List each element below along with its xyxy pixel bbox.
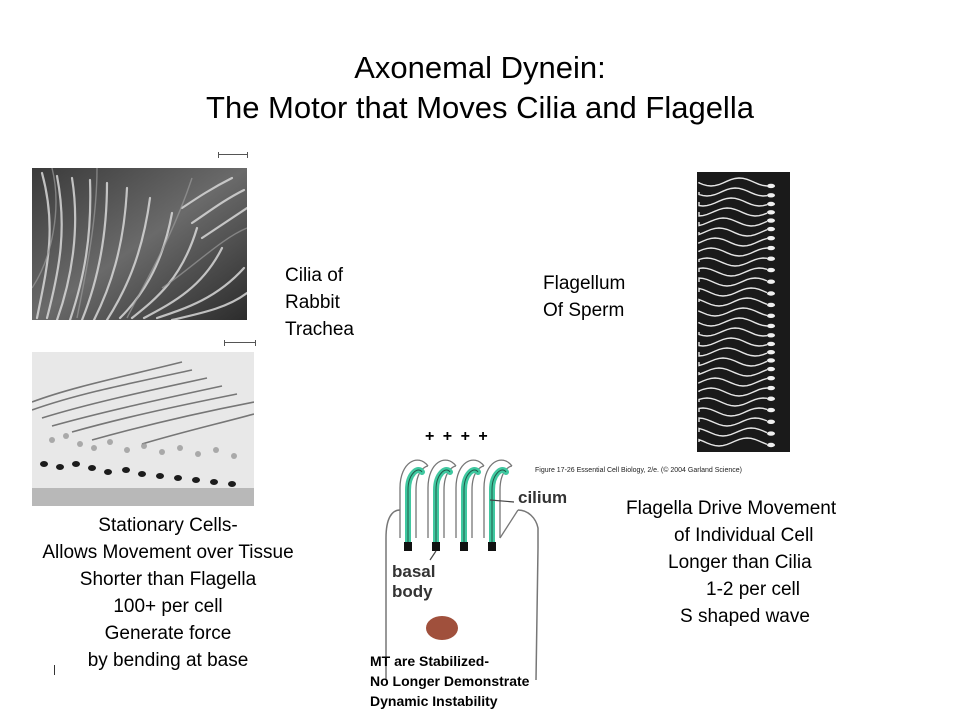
sperm-head (767, 358, 775, 363)
cilia-label: Cilia of Rabbit Trachea (285, 265, 354, 340)
flagellum-frame (698, 267, 768, 277)
flagellum-frame (698, 337, 768, 347)
flagellum-frame (698, 287, 768, 297)
sperm-head (767, 183, 775, 189)
cilia-notes: Stationary Cells- Allows Movement over T… (42, 515, 294, 671)
flagellum-frame (698, 177, 768, 187)
flagellum-frame (698, 277, 768, 287)
sperm-head (767, 313, 775, 319)
flagellum-frame (698, 187, 768, 197)
sperm-head (767, 396, 775, 401)
sperm-head (767, 210, 775, 215)
sperm-head (767, 267, 775, 273)
sperm-head (767, 235, 775, 241)
sperm-head (767, 291, 775, 296)
flagellum-frame (698, 197, 768, 207)
flagellum-frame (698, 297, 768, 307)
sperm-head (767, 419, 775, 425)
flagellum-frame (698, 437, 768, 447)
sperm-head (767, 218, 775, 223)
sperm-head (767, 226, 775, 232)
flagellum-frame (698, 237, 768, 247)
flagellum-frame (698, 377, 768, 387)
sperm-head (767, 385, 775, 391)
sperm-flagellum-image (697, 172, 790, 452)
flagellum-frame (698, 317, 768, 327)
figure-credit: Figure 17-26 Essential Cell Biology, 2/e… (535, 467, 742, 474)
sperm-head (767, 256, 775, 261)
sperm-head (767, 431, 775, 436)
sperm-head (767, 201, 775, 207)
scale-bar-bottom (224, 340, 256, 346)
flagellum-frame (698, 227, 768, 237)
cilia-tem-image (32, 352, 254, 506)
flagellum-frame (698, 367, 768, 377)
flagellum-frame (698, 427, 768, 437)
flagellum-frame (698, 417, 768, 427)
sperm-head (767, 193, 775, 198)
sperm-head (767, 407, 775, 413)
scale-bar-top (218, 152, 248, 158)
sperm-head (767, 302, 775, 308)
sperm-head (767, 375, 775, 381)
mt-notes: MT are Stabilized- No Longer Demonstrate… (370, 653, 530, 709)
basal-body-label: basal body (392, 562, 436, 601)
flagellum-label: Flagellum Of Sperm (543, 273, 626, 321)
sperm-head (767, 341, 775, 347)
flagellum-frame (698, 327, 768, 337)
tick-mark (54, 665, 55, 675)
flagellum-frame (698, 207, 768, 217)
cilia-sem-image (32, 168, 247, 320)
flagellum-frame (698, 217, 768, 227)
slide-title: Axonemal Dynein: The Motor that Moves Ci… (0, 48, 960, 128)
sperm-head (767, 245, 775, 251)
flagellum-frame (698, 407, 768, 417)
flagellum-frame (698, 347, 768, 357)
sperm-head (767, 350, 775, 355)
cilium-label: cilium (518, 488, 568, 507)
title-line-1: Axonemal Dynein: (354, 50, 606, 85)
sperm-head (767, 333, 775, 338)
flagellum-frame (698, 257, 768, 267)
sperm-head (767, 366, 775, 372)
flagellum-frame (698, 247, 768, 257)
sperm-head (767, 323, 775, 329)
flagella-notes: Flagella Drive Movement of Individual Ce… (626, 498, 837, 627)
sperm-head (767, 442, 775, 448)
plus-end-markers: + + + + (425, 428, 490, 445)
flagellum-frame (698, 307, 768, 317)
flagellum-frame (698, 397, 768, 407)
flagellum-frame (698, 357, 768, 367)
sperm-head (767, 279, 775, 284)
flagellum-frame (698, 387, 768, 397)
title-line-2: The Motor that Moves Cilia and Flagella (206, 90, 754, 125)
